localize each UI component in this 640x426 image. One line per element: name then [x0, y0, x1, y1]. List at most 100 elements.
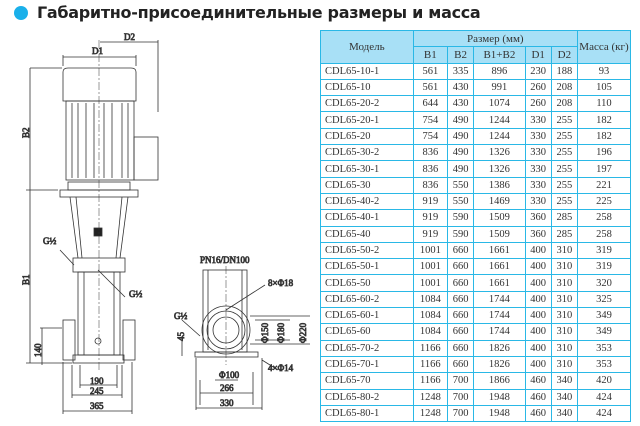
table-cell: 1826: [473, 355, 526, 374]
table-cell: 310: [550, 274, 579, 292]
table-cell: 836: [412, 160, 449, 178]
header-d1: D1: [524, 46, 552, 64]
table-cell: 1166: [412, 355, 449, 374]
page-title: Габаритно-присоединительные размеры и ма…: [14, 3, 481, 22]
table-cell: 325: [577, 290, 631, 309]
table-cell: 1866: [473, 372, 526, 390]
dim-45: 45: [176, 332, 186, 342]
dim-140: 140: [33, 343, 43, 357]
table-cell: 260: [524, 95, 552, 113]
table-cell: 430: [447, 95, 475, 113]
table-cell: 991: [473, 78, 526, 97]
table-cell: 660: [447, 241, 475, 260]
dim-b1: B1: [21, 274, 31, 285]
dim-245: 245: [90, 386, 104, 396]
table-cell: 182: [577, 127, 631, 146]
table-cell: 490: [447, 111, 475, 129]
table-cell: 460: [524, 404, 552, 423]
dim-phi150: Φ150: [260, 322, 270, 343]
table-cell: 255: [550, 111, 579, 129]
table-cell: 255: [550, 144, 579, 162]
table-cell: 660: [447, 355, 475, 374]
table-cell: 1326: [473, 144, 526, 162]
table-cell: 310: [550, 307, 579, 325]
table-cell: 93: [577, 62, 631, 80]
dim-phi180: Φ180: [276, 322, 286, 343]
table-cell: 1001: [412, 241, 449, 260]
table-cell: 196: [577, 144, 631, 162]
table-cell: 1744: [473, 307, 526, 325]
table-cell: 896: [473, 62, 526, 80]
dim-d1: D1: [92, 46, 103, 56]
table-cell: 700: [447, 404, 475, 423]
table-cell: 349: [577, 307, 631, 325]
table-cell: 1386: [473, 176, 526, 194]
table-cell: 490: [447, 127, 475, 146]
table-cell: 320: [577, 274, 631, 292]
table-cell: CDL65-60-2: [320, 290, 414, 309]
label-pn16-dn100: PN16/DN100: [200, 255, 250, 265]
table-cell: 1948: [473, 404, 526, 423]
table-cell: 255: [550, 176, 579, 194]
table-cell: 1166: [412, 372, 449, 390]
table-cell: 319: [577, 241, 631, 260]
table-cell: 400: [524, 290, 552, 309]
table-cell: 400: [524, 307, 552, 325]
table-cell: 330: [524, 127, 552, 146]
table-cell: 836: [412, 144, 449, 162]
table-cell: 310: [550, 290, 579, 309]
dim-phi100: Φ100: [219, 370, 240, 380]
table-cell: 330: [524, 111, 552, 129]
table-cell: 1509: [473, 225, 526, 243]
table-cell: 400: [524, 274, 552, 292]
table-cell: 1084: [412, 290, 449, 309]
table-cell: 340: [550, 372, 579, 390]
table-cell: 1661: [473, 258, 526, 276]
table-cell: 490: [447, 160, 475, 178]
table-cell: 335: [447, 62, 475, 80]
label-g-half-2: G½: [129, 289, 142, 299]
table-cell: 1661: [473, 274, 526, 292]
table-cell: CDL65-50-1: [320, 258, 414, 276]
table-cell: 660: [447, 323, 475, 341]
table-cell: 561: [412, 62, 449, 80]
table-cell: 1244: [473, 127, 526, 146]
table-cell: 360: [524, 225, 552, 243]
table-cell: 110: [577, 95, 631, 113]
table-cell: 1469: [473, 192, 526, 211]
table-cell: 400: [524, 323, 552, 341]
dim-b2: B2: [21, 127, 31, 138]
table-cell: 660: [447, 274, 475, 292]
table-cell: 400: [524, 258, 552, 276]
table-cell: CDL65-10-1: [320, 62, 414, 80]
table-cell: 754: [412, 127, 449, 146]
table-cell: CDL65-60-1: [320, 307, 414, 325]
table-cell: CDL65-30: [320, 176, 414, 194]
table-cell: 230: [524, 62, 552, 80]
table-cell: 1084: [412, 307, 449, 325]
table-cell: 424: [577, 404, 631, 423]
table-cell: 700: [447, 372, 475, 390]
table-cell: 1074: [473, 95, 526, 113]
table-cell: CDL65-60: [320, 323, 414, 341]
table-cell: 660: [447, 339, 475, 357]
header-d2: D2: [550, 46, 579, 64]
table-cell: 258: [577, 209, 631, 227]
table-cell: 550: [447, 192, 475, 211]
table-cell: 1084: [412, 323, 449, 341]
dim-330: 330: [220, 398, 234, 408]
table-cell: 360: [524, 209, 552, 227]
table-cell: 330: [524, 144, 552, 162]
label-g-half-1: G½: [43, 236, 56, 246]
table-cell: 310: [550, 323, 579, 341]
table-cell: CDL65-50: [320, 274, 414, 292]
table-cell: 260: [524, 78, 552, 97]
